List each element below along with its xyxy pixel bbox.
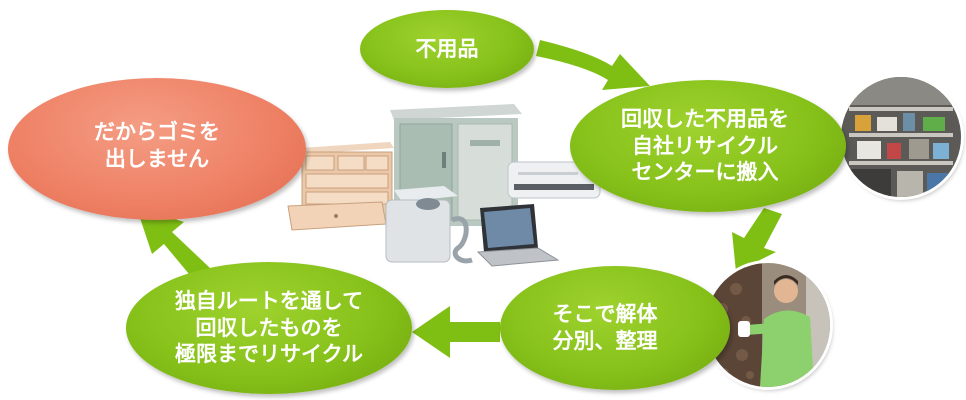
node-fuyouhin-text: 不用品 (416, 36, 479, 63)
storage-shed-icon (390, 104, 522, 226)
node-gomi-line-2: 出しません (104, 147, 210, 171)
arrow-hannyu-to-kaitai (732, 208, 782, 272)
node-recycle-text: 独自ルートを通して 回収したものを 極限までリサイクル (175, 288, 363, 369)
node-recycle: 独自ルートを通して 回収したものを 極限までリサイクル (126, 262, 412, 394)
node-hannyu-line-2: 自社リサイクル (632, 133, 778, 158)
node-kaitai-text: そこで解体 分別、整理 (553, 301, 658, 355)
node-recycle-line-2: 回収したものを (195, 315, 343, 340)
laptop-icon (476, 204, 560, 267)
node-fuyouhin: 不用品 (360, 10, 534, 88)
discarded-items-illustration (287, 104, 601, 267)
node-recycle-line-3: 極限までリサイクル (175, 342, 363, 367)
node-hannyu-line-1: 回収した不用品を (621, 106, 789, 131)
arrow-kaitai-to-recycle (412, 306, 500, 358)
node-gomi: だからゴミを 出しません (8, 78, 306, 220)
node-gomi-text: だからゴミを 出しません (94, 119, 220, 173)
arrow-fuyouhin-to-hannyu (536, 40, 650, 90)
furniture-drawers-icon (287, 142, 394, 231)
node-hannyu-line-3: センターに搬入 (631, 160, 779, 185)
washing-machine-icon (385, 186, 473, 264)
node-fuyouhin-line-1: 不用品 (415, 36, 479, 61)
node-kaitai-line-2: 分別、整理 (552, 329, 658, 353)
recycling-center-photo (841, 77, 961, 197)
arrow-recycle-to-gomi (136, 206, 210, 280)
node-kaitai: そこで解体 分別、整理 (500, 266, 730, 390)
node-recycle-line-1: 独自ルートを通して (174, 288, 364, 313)
air-conditioner-icon (507, 161, 601, 199)
recycling-center-shelves-icon (841, 77, 961, 197)
node-hannyu-text: 回収した不用品を 自社リサイクル センターに搬入 (621, 106, 789, 187)
node-gomi-line-1: だからゴミを (94, 120, 220, 145)
node-hannyu: 回収した不用品を 自社リサイクル センターに搬入 (570, 80, 846, 212)
node-kaitai-line-1: そこで解体 (552, 302, 658, 327)
